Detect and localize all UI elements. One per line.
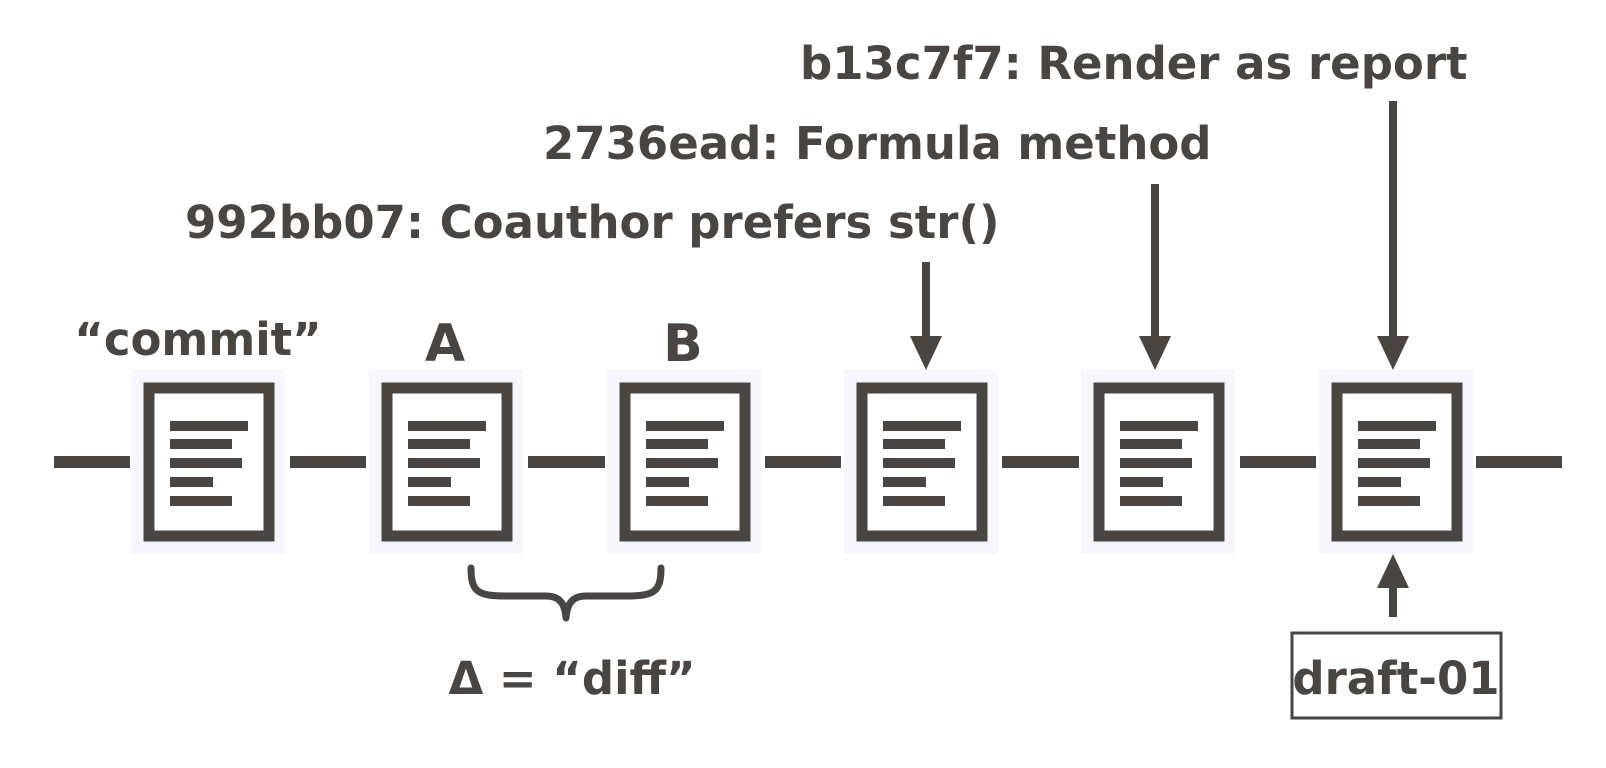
commit-message-992bb07: 992bb07: Coauthor prefers str()	[185, 196, 1000, 249]
tag-label: draft-01	[1292, 652, 1499, 705]
arrow-down-icon	[1377, 101, 1409, 370]
commit-b-label: B	[663, 314, 703, 374]
timeline-segment	[1002, 456, 1079, 468]
commit-document-icon	[1081, 370, 1235, 554]
diff-label: Δ = “diff”	[448, 652, 695, 705]
arrow-down-icon	[1139, 184, 1171, 370]
arrow-up-icon	[1377, 554, 1409, 617]
commit-a-label: A	[425, 314, 465, 374]
timeline-segment	[1240, 456, 1316, 468]
arrow-down-icon	[910, 262, 942, 370]
commit-document-icon	[844, 370, 998, 554]
timeline-segment	[528, 456, 605, 468]
commit-word-label: “commit”	[74, 313, 321, 366]
commit-document-icon	[369, 370, 523, 554]
timeline-segment	[290, 456, 366, 468]
commit-message-2736ead: 2736ead: Formula method	[543, 117, 1212, 170]
timeline-segment	[1476, 456, 1562, 468]
tag-draft-01: draft-01	[1290, 631, 1503, 720]
diff-brace	[467, 564, 665, 622]
timeline	[54, 456, 1562, 468]
timeline-segment	[54, 456, 130, 468]
commit-document-icon	[131, 370, 285, 554]
commit-document-icon	[607, 370, 761, 554]
commit-document-icon	[1319, 370, 1473, 554]
timeline-segment	[765, 456, 841, 468]
tag-box	[1290, 631, 1503, 720]
commit-message-b13c7f7: b13c7f7: Render as report	[800, 37, 1468, 90]
